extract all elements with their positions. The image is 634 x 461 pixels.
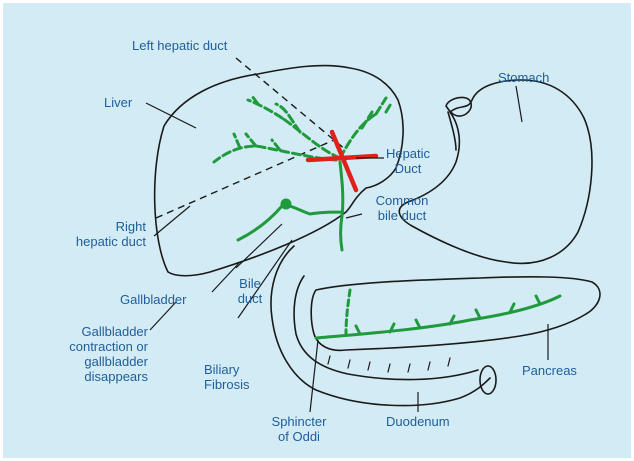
- duodenum-folds: [328, 356, 450, 372]
- leader-liver: [146, 103, 196, 128]
- label-right-hepatic-duct: Right hepatic duct: [40, 219, 146, 249]
- left-hepatic-dashed-line: [236, 58, 346, 150]
- dashed-boundaries: [156, 58, 346, 218]
- label-duodenum: Duodenum: [386, 414, 450, 429]
- label-gallbladder: Gallbladder: [120, 292, 187, 307]
- leader-common-bile-duct: [346, 214, 362, 218]
- distal-common-bile-duct: [346, 290, 350, 334]
- leader-sphincter: [310, 340, 318, 412]
- label-stomach: Stomach: [498, 70, 549, 85]
- label-hepatic-duct: Hepatic Duct: [376, 146, 440, 176]
- pancreas-outline: [311, 277, 600, 351]
- duodenum-outer: [271, 246, 490, 406]
- label-sphincter-of-oddi: Sphincter of Oddi: [258, 414, 340, 444]
- pancreatic-duct: [316, 296, 560, 338]
- label-biliary-fibrosis: Biliary Fibrosis: [204, 362, 250, 392]
- hepatic-and-common-bile-duct: [282, 162, 343, 250]
- liver-outline: [155, 66, 403, 276]
- leader-bile-duct: [236, 224, 282, 268]
- leader-stomach: [516, 86, 522, 122]
- gallbladder-duct: [238, 206, 282, 240]
- organ-outlines: [155, 66, 600, 406]
- label-liver: Liver: [104, 95, 132, 110]
- duodenum-inner: [294, 276, 478, 380]
- gallbladder-remnant: [282, 200, 290, 208]
- right-hepatic-dashed-line: [156, 140, 334, 218]
- label-pancreas: Pancreas: [522, 363, 577, 378]
- label-bile-duct: Bile duct: [228, 276, 272, 306]
- label-common-bile-duct: Common bile duct: [366, 193, 438, 223]
- label-left-hepatic-duct: Left hepatic duct: [132, 38, 227, 53]
- label-gallbladder-contraction: Gallbladder contraction or gallbladder d…: [14, 324, 148, 384]
